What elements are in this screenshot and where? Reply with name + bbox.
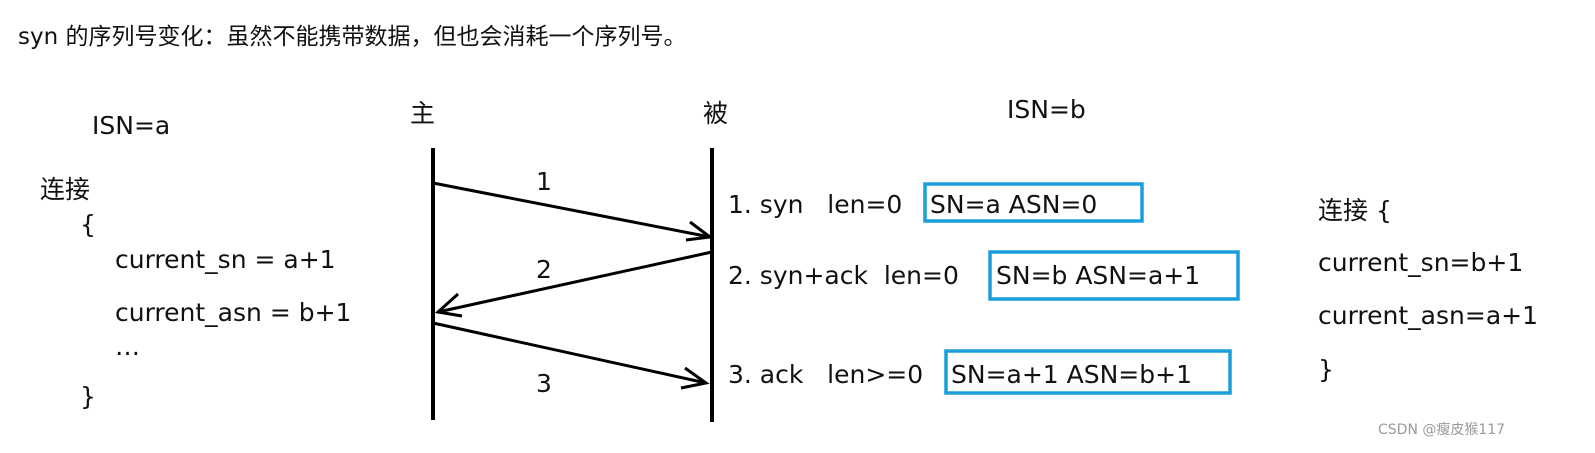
step-1-text: 1. syn len=0 [728,190,902,219]
actor-passive: 被 [703,99,728,128]
right-current-sn: current_sn=b+1 [1318,248,1523,277]
step-2-text: 2. syn+ack len=0 [728,261,959,290]
step-3-box-text: SN=a+1 ASN=b+1 [951,360,1192,389]
arrow-2 [434,250,713,318]
step-2-highlight-box [988,250,1240,301]
arrow-3-label: 3 [536,369,552,398]
left-conn-label: 连接 [40,175,90,204]
actor-active: 主 [410,99,435,128]
right-close-brace: } [1318,355,1334,384]
step-3-highlight-box [944,349,1232,395]
right-conn-label: 连接 { [1318,196,1392,225]
left-open-brace: { [80,210,96,239]
left-ellipsis: … [115,332,140,361]
step-1-highlight-box [923,182,1144,223]
step-1-box-text: SN=a ASN=0 [930,190,1097,219]
diagram-title: syn 的序列号变化：虽然不能携带数据，但也会消耗一个序列号。 [18,24,686,50]
arrow-1-label: 1 [536,167,552,196]
left-isn: ISN=a [92,111,170,140]
arrow-3 [432,321,710,390]
left-current-sn: current_sn = a+1 [115,245,336,274]
left-close-brace: } [80,382,96,411]
watermark: CSDN @瘦皮猴117 [1378,421,1505,438]
arrow-2-label: 2 [536,255,552,284]
right-isn: ISN=b [1007,95,1086,124]
step-3-text: 3. ack len>=0 [728,360,923,389]
step-2-box-text: SN=b ASN=a+1 [996,261,1200,290]
left-current-asn: current_asn = b+1 [115,298,351,327]
arrow-1 [432,181,714,242]
right-current-asn: current_asn=a+1 [1318,301,1538,330]
